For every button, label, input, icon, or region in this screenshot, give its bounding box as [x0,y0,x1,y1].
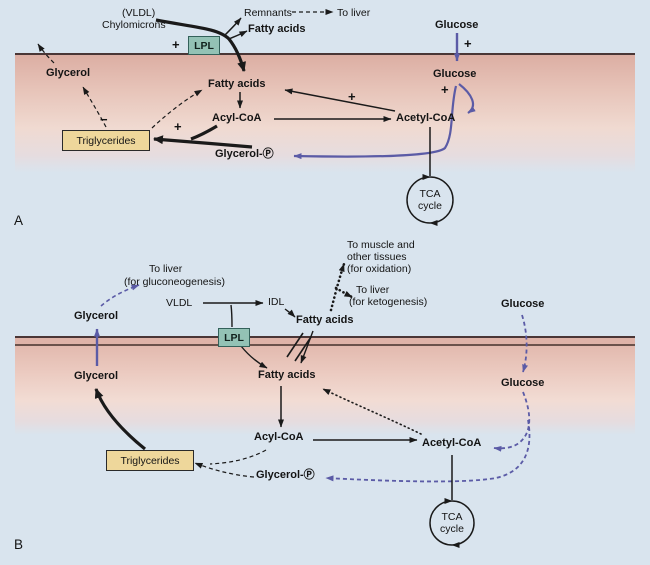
blocked-slash-1 [286,332,304,358]
blocked-slash-2 [294,336,312,362]
label-to-muscle-2: other tissues [347,251,407,263]
arrow-glycerol-to-liver-dashed [100,284,140,307]
label-glucose-out-a: Glucose [435,19,479,31]
label-remnants: Remnants [244,7,292,19]
arrow-triglycerides-to-fattyacids-dashed [151,89,203,129]
arrow-acetylcoa-to-fattyacids-dotted-b [322,388,422,435]
tca-cycle-label-b-line2: cycle [440,523,464,535]
label-to-liver-gluconeogenesis-1: To liver [149,263,183,275]
sign-plus-lipogenesis-a: + [348,89,356,104]
label-fatty-acids-in-a: Fatty acids [208,78,266,90]
arrow-branch-to-fatty-acids-out [228,30,248,40]
arrow-acylcoa-esterification-branch [190,124,218,141]
label-glucose-out-b: Glucose [501,298,545,310]
label-glucose-in-b: Glucose [501,377,545,389]
arrow-idl-to-fattyacids-out [284,308,296,318]
arrow-acylcoa-to-triglycerides-dashed [209,449,267,465]
arrow-triglycerides-to-glycerol-b [94,388,147,451]
triglycerides-box-a: Triglycerides [62,130,150,151]
arrow-glucose-to-acetylcoa-a [458,83,476,114]
arrow-lpl-to-fattyacids-in [240,345,268,369]
panel-label-b: B [14,537,24,552]
arrow-glucose-entry-dashed-b [521,314,528,373]
lpl-enzyme-box-b: LPL [218,328,250,347]
label-fatty-acids-in-b: Fatty acids [258,369,316,381]
tca-cycle-arc1-a [429,176,454,226]
cell-interior-a [15,55,635,173]
label-to-liver-ketogenesis-2: (for ketogenesis) [349,296,428,308]
label-acyl-coa-b: Acyl-CoA [254,431,304,443]
sign-plus-esterification-a: + [174,119,182,134]
tca-cycle-label-a-line2: cycle [418,200,442,212]
tca-cycle-arc1-b [451,500,475,548]
label-acetyl-coa-a: Acetyl-CoA [396,112,456,124]
label-fatty-acids-out-a: Fatty acids [248,23,306,35]
arrow-fattyacids-to-liver-keto-dotted [334,286,354,299]
label-to-liver-ketogenesis-1: To liver [356,284,390,296]
sign-plus-lpl-a: + [172,37,180,52]
sign-plus-glucose-entry-a: + [464,36,472,51]
arrow-esterification-to-triglycerides [153,135,253,149]
arrow-fattyacids-to-muscle-dotted [329,262,346,312]
label-glycerol-p-a: Glycerol-Ⓟ [215,148,274,160]
panel-label-a: A [14,213,24,228]
arrow-fattyacids-out-to-in-blocked [300,330,314,364]
label-to-muscle-1: To muscle and [347,239,415,251]
label-to-muscle-3: (for oxidation) [347,263,412,275]
label-glycerol-out-b: Glycerol [74,310,119,322]
arrow-glycerolp-to-triglycerides-dashed [194,462,255,478]
label-vldl-b: VLDL [166,297,193,309]
label-glycerol-a: Glycerol [46,67,91,79]
tca-cycle-label-a-line1: TCA [419,188,441,200]
tca-cycle-arc2-b [429,498,453,546]
arrow-branch-to-remnants [224,17,242,36]
tca-cycle-label-b-line1: TCA [441,511,463,523]
membrane-line-a [15,53,635,55]
label-vldl-a: (VLDL) [122,7,156,19]
arrow-glycolysis-to-glycerolp-dashed-b [325,419,531,483]
triglycerides-box-b: Triglycerides [106,450,194,471]
membrane-line-b-inner [15,344,635,346]
sign-plus-glycolysis-a: + [441,82,449,97]
sign-minus-lipolysis-a: − [100,112,108,127]
arrow-acetylcoa-to-fattyacids-a [284,88,396,112]
label-acyl-coa-a: Acyl-CoA [212,112,262,124]
label-to-liver-a: To liver [337,7,371,19]
line-vldl-arrow-to-lpl [230,304,233,328]
tca-cycle-arc2-a [406,174,431,224]
membrane-strip-b [15,338,635,344]
label-acetyl-coa-b: Acetyl-CoA [422,437,482,449]
label-idl-b: IDL [268,296,285,308]
arrow-glycolysis-to-glycerolp-a [293,85,458,160]
label-glycerol-in-b: Glycerol [74,370,119,382]
label-chylomicrons: Chylomicrons [102,19,166,31]
arrow-triglycerides-to-glycerol-dashed [82,86,107,128]
arrow-glycerol-exit-dashed [37,43,55,64]
membrane-line-b-outer [15,336,635,338]
label-glucose-in-a: Glucose [433,68,477,80]
label-glycerol-p-b: Glycerol-Ⓟ [256,469,315,481]
label-fatty-acids-out-b: Fatty acids [296,314,354,326]
lpl-enzyme-box-a: LPL [188,36,220,55]
label-to-liver-gluconeogenesis-2: (for gluconeogenesis) [124,276,225,288]
arrow-chylomicrons-through-lpl [155,18,246,72]
arrow-glucose-to-acetylcoa-dashed-b [493,391,531,452]
